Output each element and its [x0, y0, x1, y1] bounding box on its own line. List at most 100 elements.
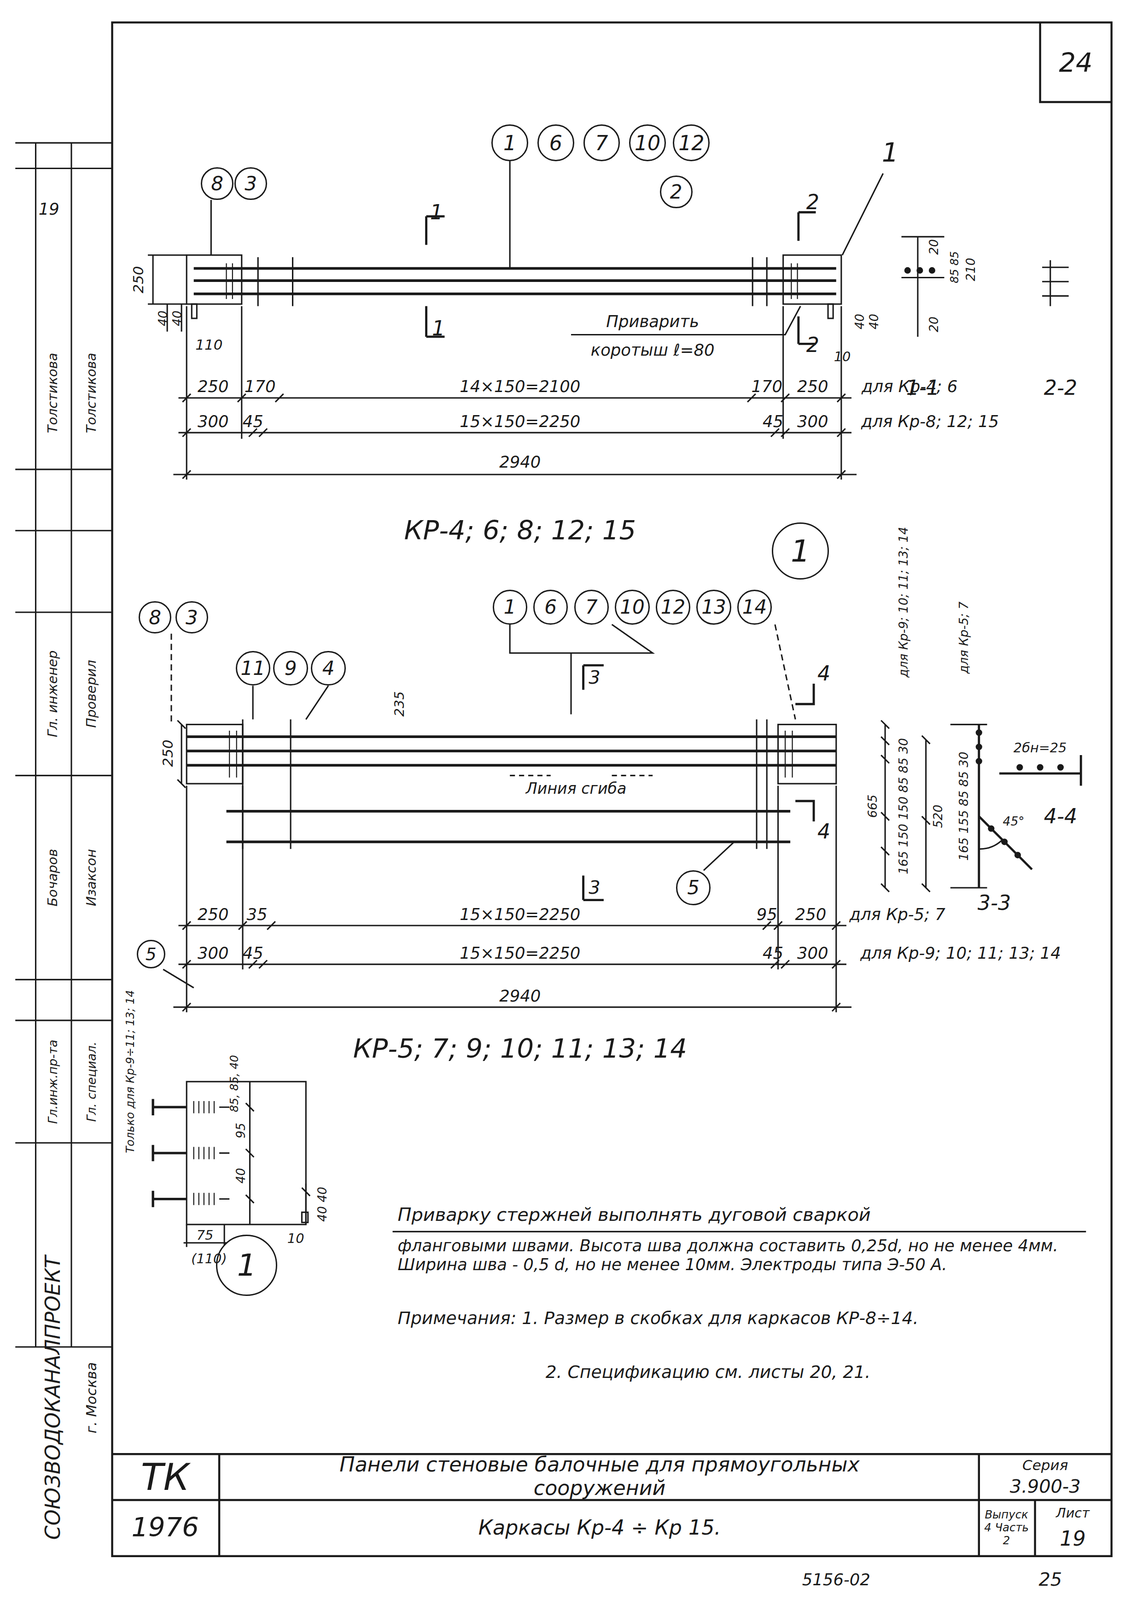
drawing-label: 170 [751, 377, 783, 397]
callout-circle: 6 [533, 589, 568, 624]
drawing-label: ТК [140, 1455, 190, 1499]
callout-number: 4 [322, 656, 335, 680]
drawing-label: 45 [242, 411, 264, 431]
callout-circle: 3 [175, 600, 209, 634]
drawing-label: 2. Спецификацию см. листы 20, 21. [545, 1361, 1076, 1382]
drawing-label: Изаксон [84, 848, 100, 906]
callout-circle: 4 [310, 650, 346, 686]
callout-number: 10 [619, 595, 645, 619]
callout-circle: 8 [138, 600, 172, 634]
drawing-label: 1976 [131, 1511, 199, 1543]
callout-circle: 10 [629, 124, 666, 162]
callout-number: 14 [742, 595, 768, 619]
drawing-label: фланговыми швами. Высота шва должна сост… [397, 1236, 1092, 1274]
callout-number: 9 [284, 656, 298, 680]
callout-circle: 8 [200, 167, 234, 200]
drawing-label: Приварить [606, 311, 700, 331]
drawing-label: 250 [795, 904, 827, 924]
drawing-label: 3 [588, 666, 601, 689]
drawing-label: 40 [156, 310, 171, 327]
drawing-label: 2бн=25 [1013, 740, 1068, 756]
drawing-label: Приварку стержней выполнять дуговой свар… [397, 1203, 1102, 1225]
callout-circle: 7 [574, 589, 609, 624]
drawing-label: 665 [865, 793, 881, 818]
callout-number: 13 [701, 595, 727, 619]
drawing-label: Гл.инж.пр-та [46, 1038, 61, 1124]
drawing-label: 250 [130, 265, 147, 293]
drawing-label: 95 [756, 904, 778, 924]
drawing-label: 300 [197, 943, 229, 963]
drawing-label: 35 [246, 904, 268, 924]
drawing-label: для Кр-8; 12; 15 [861, 411, 999, 431]
drawing-label: 210 [963, 257, 979, 281]
drawing-label: для Кр-5; 7 [849, 904, 945, 924]
drawing-label: Панели стеновые балочные для прямоугольн… [314, 1452, 886, 1500]
drawing-label: для Кр-9; 10; 11; 13; 14 [896, 526, 911, 677]
callout-number: 1 [503, 131, 517, 155]
drawing-label: 40 40 [314, 1186, 330, 1222]
drawing-label: Толстикова [45, 352, 61, 433]
drawing-label: 2940 [499, 452, 541, 472]
drawing-label: 40 [852, 313, 867, 330]
drawing-label: 40 [170, 310, 185, 327]
drawing-label: Толстикова [84, 352, 100, 433]
callout-circle: 9 [273, 650, 308, 686]
drawing-label: 45 [762, 943, 784, 963]
drawing-label: 250 [197, 904, 229, 924]
drawing-label: для Кр-5; 7 [956, 601, 971, 674]
drawing-label: 300 [197, 411, 229, 431]
drawing-label: 165 150 150 85 85 30 [896, 737, 911, 875]
drawing-label: 4 [817, 661, 831, 685]
drawing-label: 15×150=2250 [459, 904, 581, 924]
drawing-label: 45 [242, 943, 264, 963]
drawing-label: 2 [806, 190, 820, 214]
drawing-label: 3 [588, 876, 601, 898]
callout-circle: 6 [537, 124, 575, 162]
drawing-label: 2940 [499, 985, 541, 1005]
drawing-label: 45 [762, 411, 784, 431]
drawing-label: 110 [195, 336, 223, 354]
callout-number: 3 [185, 606, 199, 629]
drawing-label: 75 [196, 1227, 214, 1243]
drawing-label: 1 [430, 200, 444, 224]
drawing-label: для Кр-9; 10; 11; 13; 14 [860, 943, 1062, 963]
callout-number: 5 [687, 875, 700, 899]
callout-circle: 14 [737, 589, 772, 624]
callout-circle: 12 [655, 589, 691, 624]
callout-circle: 13 [696, 589, 731, 624]
drawing-label: 19 [38, 199, 60, 219]
drawing-label: 165 155 85 85 30 [956, 751, 971, 861]
callout-number: 12 [678, 131, 705, 155]
callout-number: 8 [210, 172, 224, 195]
drawing-label: Примечания: 1. Размер в скобках для карк… [397, 1307, 1082, 1328]
drawing-label: КР-4; 6; 8; 12; 15 [404, 515, 636, 546]
drawing-label: Линия сгиба [525, 779, 627, 798]
drawing-label: 3-3 [977, 891, 1011, 915]
drawing-label: 95 [233, 1122, 248, 1138]
drawing-label: 40 [866, 313, 881, 330]
drawing-label: 300 [797, 411, 829, 431]
drawing-label: 250 [797, 377, 829, 397]
callout-number: 7 [594, 131, 608, 155]
drawing-label: 2-2 [1043, 375, 1078, 400]
drawing-label: 1 [881, 137, 899, 169]
callout-circle: 1 [491, 124, 529, 162]
callout-circle: 1 [492, 589, 528, 624]
callout-number: 2 [670, 180, 683, 204]
callout-circle: 12 [672, 124, 710, 162]
drawing-label: 85 85 [948, 250, 962, 284]
drawing-label: Каркасы Кр-4 ÷ Кр 15. [478, 1515, 722, 1539]
callout-number: 11 [240, 656, 266, 680]
drawing-label: 4 [817, 819, 831, 844]
drawing-label: 250 [160, 739, 177, 767]
callout-circle: 2 [659, 175, 693, 209]
drawing-label: Только для Кр-9÷11; 13; 14 [123, 989, 137, 1153]
drawing-label: 3.900-3 [1009, 1475, 1081, 1497]
drawing-label: 15×150=2250 [459, 411, 581, 431]
drawing-label: 40 [233, 1167, 248, 1184]
callout-number: 3 [244, 172, 257, 195]
drawing-label: 1 [431, 316, 445, 341]
drawing-label: СОЮЗВОДОКАНАЛПРОЕКТ [41, 1255, 65, 1540]
drawing-label: Выпуск 4 Часть 2 [981, 1507, 1031, 1547]
drawing-label: 14×150=2100 [459, 377, 581, 397]
